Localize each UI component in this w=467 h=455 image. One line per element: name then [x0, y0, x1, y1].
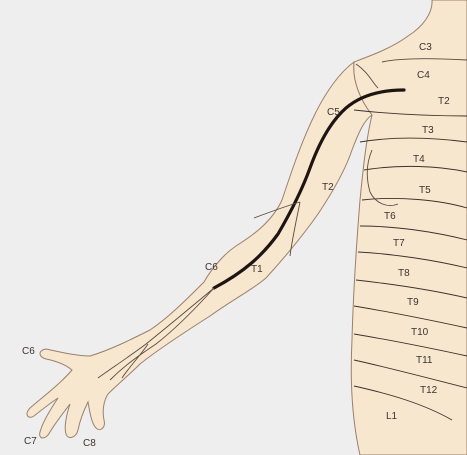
label-t10: T10 [411, 327, 429, 338]
label-t12: T12 [420, 385, 438, 396]
label-t2-arm: T2 [322, 182, 334, 193]
label-c5: C5 [327, 107, 340, 118]
label-t7: T7 [393, 238, 405, 249]
torso-silhouette [351, 0, 467, 455]
label-c6-hand: C6 [22, 346, 35, 357]
label-t3: T3 [422, 125, 434, 136]
label-t6: T6 [384, 211, 396, 222]
label-t2-trunk: T2 [438, 96, 450, 107]
label-c6-forearm: C6 [205, 262, 218, 273]
label-c8: C8 [83, 438, 96, 449]
arm-silhouette [27, 62, 372, 438]
label-c7: C7 [24, 436, 37, 447]
label-t8: T8 [398, 268, 410, 279]
label-t4: T4 [413, 154, 425, 165]
label-t9: T9 [407, 297, 419, 308]
label-c4: C4 [417, 70, 430, 81]
label-t11: T11 [416, 355, 433, 366]
label-t5: T5 [419, 185, 431, 196]
label-l1: L1 [386, 411, 398, 422]
label-t1: T1 [251, 264, 263, 275]
label-c3: C3 [419, 42, 432, 53]
